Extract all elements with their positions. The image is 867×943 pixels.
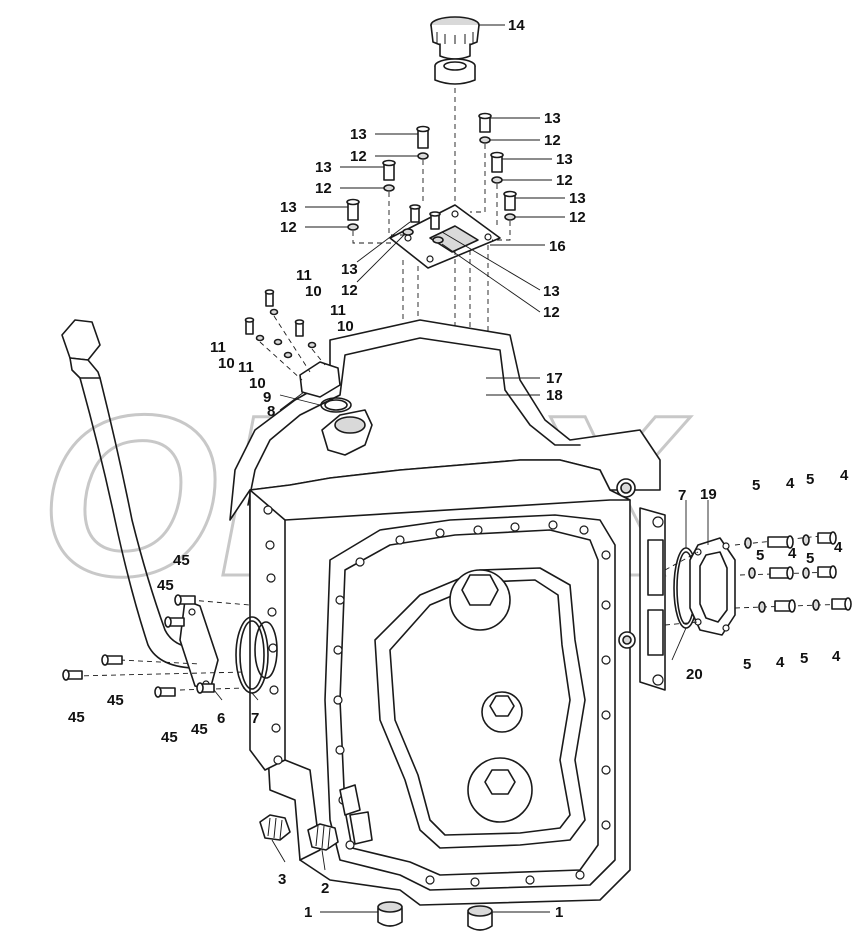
callout-1: 1 [304,904,312,921]
callout-5: 5 [752,477,760,494]
callout-10: 10 [305,283,322,300]
callout-13: 13 [569,190,586,207]
callout-20: 20 [686,666,703,683]
callout-12: 12 [543,304,560,321]
callout-4: 4 [840,467,849,484]
callout-11: 11 [330,302,346,319]
callout-5: 5 [743,656,751,673]
callout-6: 6 [217,710,225,727]
callout-12: 12 [544,132,561,149]
callout-13: 13 [341,261,358,278]
callout-2: 2 [321,880,329,897]
callout-5: 5 [806,550,814,567]
callout-12: 12 [569,209,586,226]
callout-45: 45 [107,692,124,709]
top-cover-plate-part [389,204,501,269]
upper-bolts [346,112,517,231]
callout-11: 11 [238,359,254,376]
callout-13: 13 [350,126,367,143]
callout-12: 12 [341,282,358,299]
cover-19-part [689,537,736,636]
callout-9: 9 [263,389,271,406]
callout-4: 4 [832,648,841,665]
callout-12: 12 [350,148,367,165]
callout-10: 10 [218,355,235,372]
small-bolts [244,289,326,381]
callout-11: 11 [296,267,312,284]
callout-5: 5 [806,471,814,488]
callout-45: 45 [161,729,178,746]
left-bolts [62,594,251,698]
callout-4: 4 [776,654,785,671]
callout-13: 13 [556,151,573,168]
callout-10: 10 [337,318,354,335]
callout-17: 17 [546,370,563,387]
leader-lines [213,24,709,913]
cover-bolts [402,204,444,244]
callout-13: 13 [280,199,297,216]
callout-7: 7 [251,710,259,727]
callout-5: 5 [800,650,808,667]
callout-4: 4 [788,545,797,562]
callout-13: 13 [544,110,561,127]
breather-cap-part [430,16,480,85]
callout-16: 16 [549,238,566,255]
callout-13: 13 [315,159,332,176]
callout-14: 14 [508,17,525,34]
callout-4: 4 [786,475,795,492]
callout-4: 4 [834,539,843,556]
callout-45: 45 [157,577,174,594]
right-side-flange [639,507,666,691]
callout-1: 1 [555,904,563,921]
callout-3: 3 [278,871,286,888]
callout-5: 5 [756,547,764,564]
callout-19: 19 [700,486,717,503]
drain-plugs [259,814,493,931]
callout-10: 10 [249,375,266,392]
callout-13: 13 [543,283,560,300]
callout-7: 7 [678,487,686,504]
callout-12: 12 [556,172,573,189]
callout-12: 12 [315,180,332,197]
callout-12: 12 [280,219,297,236]
right-bolts [664,531,852,626]
callout-8: 8 [267,403,275,420]
callout-45: 45 [173,552,190,569]
callout-labels: 14 16 17 18 19 20 13 12 13 12 13 12 13 1… [68,17,849,921]
callout-18: 18 [546,387,563,404]
small-cover-8-part [299,361,352,413]
callout-45: 45 [68,709,85,726]
callout-45: 45 [191,721,208,738]
callout-11: 11 [210,339,226,356]
